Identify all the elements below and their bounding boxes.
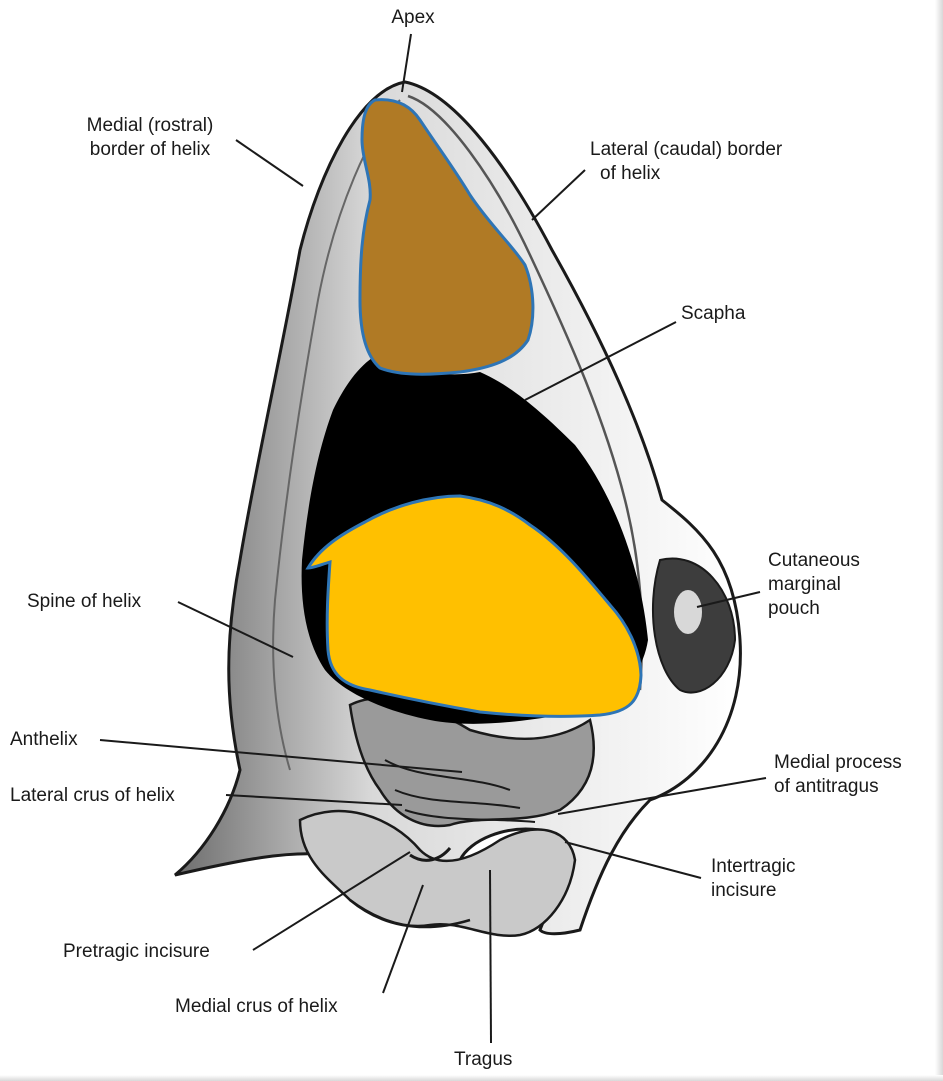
label-lateral-crus: Lateral crus of helix xyxy=(10,784,175,808)
label-anthelix: Anthelix xyxy=(10,728,78,752)
label-medial-process-line2: of antitragus xyxy=(774,775,902,799)
label-lateral-border: Lateral (caudal) border of helix xyxy=(590,138,782,186)
label-cutaneous-pouch-line2: marginal xyxy=(768,573,860,597)
label-cutaneous-pouch-line1: Cutaneous xyxy=(768,549,860,573)
label-intertragic-line2: incisure xyxy=(711,879,795,903)
label-scapha: Scapha xyxy=(681,302,745,326)
label-intertragic-line1: Intertragic xyxy=(711,855,795,879)
frame-shadow-bottom xyxy=(0,1075,943,1081)
label-tragus: Tragus xyxy=(454,1048,512,1072)
label-medial-process-line1: Medial process xyxy=(774,751,902,775)
label-medial-border-line1: Medial (rostral) xyxy=(60,114,240,138)
label-medial-border: Medial (rostral) border of helix xyxy=(60,114,240,162)
label-lateral-border-line2: of helix xyxy=(590,162,782,186)
label-medial-border-line2: border of helix xyxy=(60,138,240,162)
label-medial-process: Medial process of antitragus xyxy=(774,751,902,799)
label-intertragic: Intertragic incisure xyxy=(711,855,795,903)
label-cutaneous-pouch: Cutaneous marginal pouch xyxy=(768,549,860,621)
label-medial-crus: Medial crus of helix xyxy=(175,995,338,1019)
label-apex: Apex xyxy=(378,6,448,30)
label-lateral-border-line1: Lateral (caudal) border xyxy=(590,138,782,162)
pouch-highlight xyxy=(674,590,702,634)
frame-shadow-right xyxy=(935,0,943,1081)
label-pretragic: Pretragic incisure xyxy=(63,940,210,964)
label-cutaneous-pouch-line3: pouch xyxy=(768,597,860,621)
label-spine-helix: Spine of helix xyxy=(27,590,141,614)
